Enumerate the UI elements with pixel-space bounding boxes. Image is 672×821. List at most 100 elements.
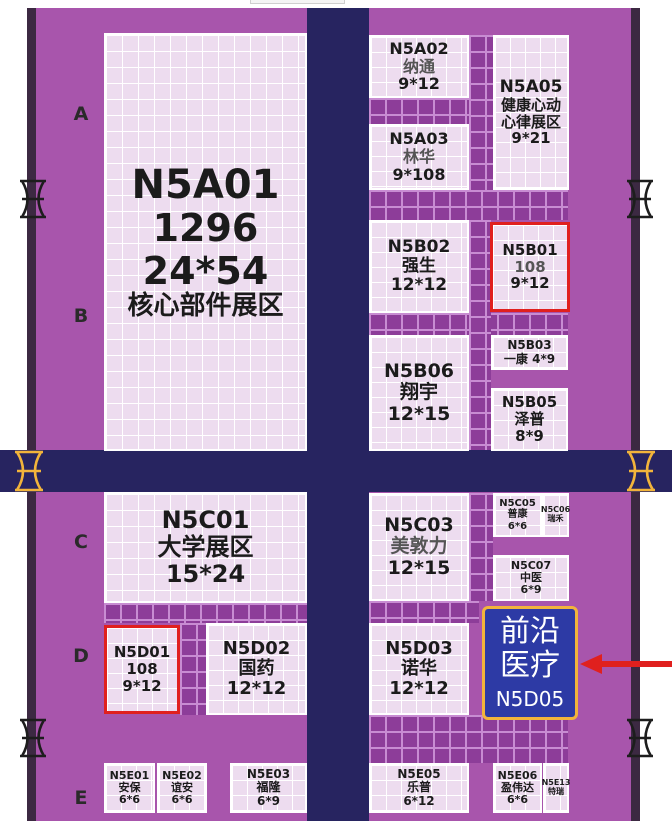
booth-n5b05[interactable]: N5B05 泽普 8*9 [491,388,568,451]
booth-code: N5D01 [113,643,171,662]
booth-n5c05[interactable]: N5C05 普康 6*6 [493,493,542,537]
booth-n5d02[interactable]: N5D02 国药 12*12 [206,623,307,715]
booth-n5e01[interactable]: N5E01 安保 6*6 [104,763,155,813]
booth-size: 12*15 [387,556,451,579]
booth-name: 泽普 [514,410,545,429]
booth-name: 特瑞 [548,787,564,796]
booth-size: 6*9 [520,583,542,597]
booth-name: 中医 [520,570,542,584]
booth-code: N5E03 [246,766,291,781]
booth-code: N5D05 [495,686,565,711]
main-road-horizontal [0,450,672,492]
booth-size: 12*15 [387,402,451,425]
booth-code: N5E06 [497,768,538,782]
booth-n5a05[interactable]: N5A05 健康心动 心律展区 9*21 [493,35,569,190]
booth-name: 医疗 [500,648,560,683]
booth-size: 6*6 [171,793,193,807]
booth-name: 前沿 [500,614,560,650]
booth-size: 6*12 [403,793,435,808]
arrow-left-icon [580,654,672,674]
booth-code: N5E13 [541,778,571,788]
booth-name: 瑞禾 [547,514,564,523]
aisle-ab-stripe [369,190,568,220]
aisle-d-stripe [369,601,479,623]
booth-size: 12*12 [389,678,449,700]
booth-name: 纳通 [402,56,435,76]
booth-size: 15*24 [165,559,246,588]
aisle-a-vertical [469,35,493,190]
booth-n5c07[interactable]: N5C07 中医 6*9 [493,555,569,601]
booth-n5a03[interactable]: N5A03 林华 9*108 [369,124,469,190]
booth-size: 9*12 [398,74,440,94]
booth-name: 福隆 [256,780,281,795]
aisle-b-stripe [369,313,568,335]
row-label-e: E [74,787,88,809]
booth-code: N5A03 [389,129,449,149]
booth-area: 1296 [152,206,259,251]
booth-size: 9*12 [122,676,162,695]
booth-name: 林华 [402,147,435,167]
booth-n5e03[interactable]: N5E03 福隆 6*9 [230,763,307,813]
booth-area: 108 [514,257,546,276]
booth-n5c03[interactable]: N5C03 美敦力 12*15 [369,493,469,601]
booth-name: 大学展区 [157,533,254,562]
booth-n5a02[interactable]: N5A02 纳通 9*12 [369,35,469,98]
booth-size: 24*54 [142,248,269,293]
booth-size: 9*12 [510,274,550,293]
booth-code: N5B01 [502,240,558,259]
booth-n5e02[interactable]: N5E02 谊安 6*6 [157,763,207,813]
booth-n5e06[interactable]: N5E06 盈伟达 6*6 [493,763,542,813]
row-label-d: D [73,645,89,667]
booth-code: N5A02 [389,38,449,58]
main-road-vertical [307,8,369,821]
booth-n5b06[interactable]: N5B06 翔宇 12*15 [369,335,469,451]
booth-size: 4*9 [532,351,556,366]
booth-size: 6*6 [507,520,528,532]
hall-wall-right [631,8,640,821]
booth-name-size: 一康 4*9 [503,351,556,366]
aisle-e-stripe [369,715,568,763]
booth-n5b01[interactable]: N5B01 108 9*12 [490,222,570,312]
booth-size: 9*21 [511,129,551,148]
booth-name: 国药 [238,657,275,679]
booth-n5b03[interactable]: N5B03 一康 4*9 [491,335,568,370]
booth-name: 翔宇 [399,381,438,404]
booth-size: 12*12 [390,275,448,296]
bowtie-door-icon [20,179,46,219]
bowtie-door-icon [627,450,655,492]
aisle-cd-stripe [104,603,307,623]
booth-code: N5B05 [501,393,558,412]
row-label-b: B [73,305,89,327]
booth-size: 6*9 [257,793,280,808]
aisle-d-vertical [180,623,206,715]
booth-size: 6*6 [506,793,529,807]
booth-code: N5A05 [499,76,563,97]
booth-n5a01[interactable]: N5A01 1296 24*54 核心部件展区 [104,33,307,451]
booth-name: 盈伟达 [501,780,534,794]
row-label-a: A [73,103,89,125]
booth-n5c06[interactable]: N5C06 瑞禾 [540,493,571,537]
booth-code: N5C03 [384,514,454,537]
row-label-c: C [74,531,88,553]
booth-name: 心律展区 [500,112,561,131]
aisle-c-vertical [469,493,493,601]
booth-size: 12*12 [226,678,287,700]
booth-n5e13[interactable]: N5E13 特瑞 [541,763,571,813]
booth-code: N5E05 [397,766,441,781]
booth-size: 9*108 [392,164,446,184]
booth-n5d03[interactable]: N5D03 诺华 12*12 [369,623,469,715]
booth-n5d05-featured[interactable]: 前沿 医疗 N5D05 [482,606,578,720]
booth-name: 诺华 [401,657,437,679]
booth-n5b02[interactable]: N5B02 强生 12*12 [369,220,469,313]
booth-code: N5B02 [387,236,451,257]
hall-wall-left [27,8,36,821]
booth-n5d01[interactable]: N5D01 108 9*12 [104,625,180,714]
top-tab [250,0,345,4]
bowtie-door-icon [627,179,653,219]
booth-n5c01[interactable]: N5C01 大学展区 15*24 [104,492,307,603]
booth-n5e05[interactable]: N5E05 乐普 6*12 [369,763,469,813]
booth-code: N5B03 [507,338,552,353]
aisle-a-stripe [369,98,469,124]
booth-code: N5C06 [540,505,571,515]
booth-name: 一康 [503,351,528,366]
